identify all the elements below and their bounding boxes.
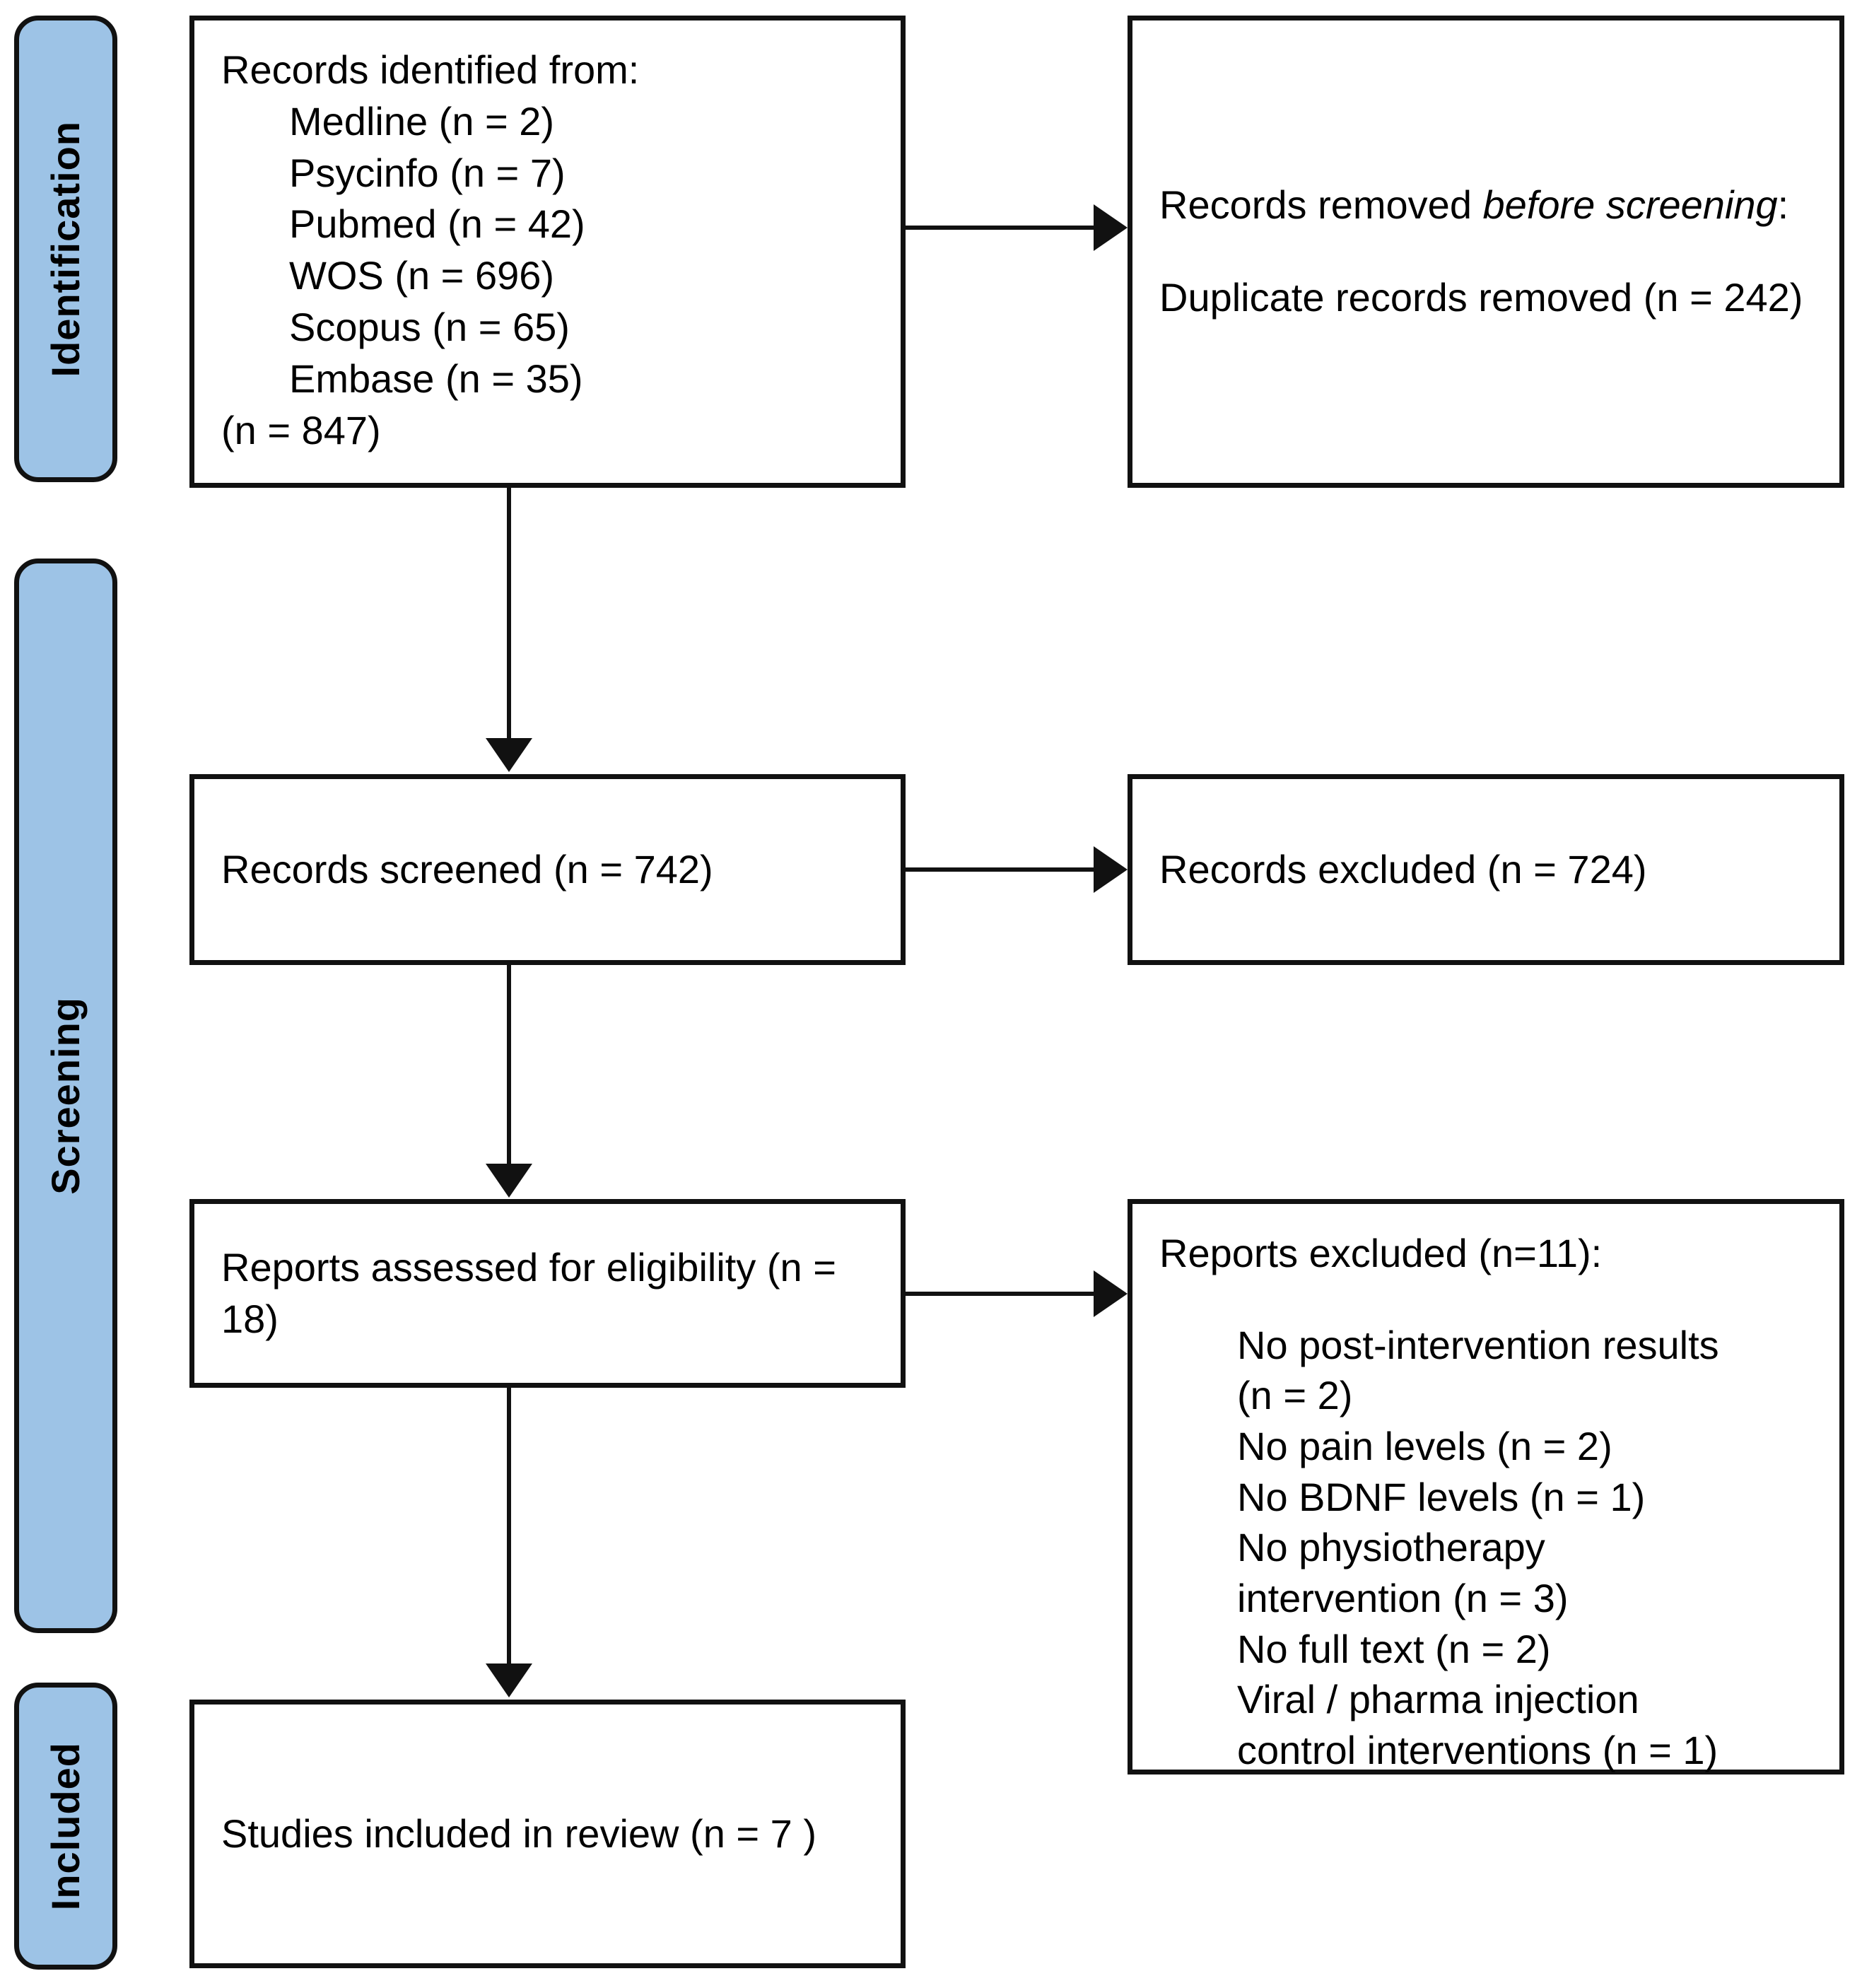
arrow-right-icon-screened-to-excluded	[1094, 846, 1128, 893]
box-records-excluded: Records excluded (n = 724)	[1128, 774, 1844, 965]
reports-excluded-heading: Reports excluded (n=11):	[1159, 1231, 1603, 1275]
studies-included-content: Studies included in review (n = 7 )	[221, 1808, 874, 1860]
records-identified-content: Records identified from: Medline (n = 2)…	[221, 45, 874, 456]
box-reports-excluded: Reports excluded (n=11): No post-interve…	[1128, 1199, 1844, 1774]
reason-no-physiotherapy-count: intervention (n = 3)	[1237, 1576, 1569, 1621]
connector-assessed-to-included	[507, 1388, 511, 1666]
connector-identified-to-screened	[507, 488, 511, 740]
reports-excluded-content: Reports excluded (n=11): No post-interve…	[1159, 1228, 1813, 1776]
reason-control-interventions: control interventions (n = 1)	[1237, 1728, 1718, 1773]
records-excluded-text: Records excluded (n = 724)	[1159, 846, 1647, 891]
arrow-right-icon-assessed-to-reports-excluded	[1094, 1270, 1128, 1317]
phase-screening-text: Screening	[43, 997, 88, 1195]
reason-no-full-text: No full text (n = 2)	[1237, 1626, 1551, 1671]
phase-included-text: Included	[43, 1741, 88, 1911]
reason-no-post-intervention-results-count: (n = 2)	[1237, 1373, 1353, 1418]
records-excluded-content: Records excluded (n = 724)	[1159, 844, 1813, 896]
studies-included-line2: (n = 7 )	[690, 1811, 817, 1856]
reason-no-physiotherapy: No physiotherapy	[1237, 1525, 1545, 1570]
reports-assessed-content: Reports assessed for eligibility (n = 18…	[221, 1242, 874, 1345]
records-removed-heading-italic: before screening	[1482, 182, 1778, 228]
duplicate-records-removed-count: (n = 242)	[1643, 275, 1803, 320]
arrow-down-icon-screened-to-assessed	[486, 1164, 532, 1198]
reports-assessed-line1: Reports assessed for eligibility	[221, 1244, 756, 1290]
reason-no-post-intervention-results: No post-intervention results	[1237, 1322, 1719, 1367]
source-embase: Embase (n = 35)	[289, 356, 583, 401]
records-removed-content: Records removed before screening: Duplic…	[1159, 180, 1813, 324]
source-scopus: Scopus (n = 65)	[289, 304, 570, 349]
box-records-screened: Records screened (n = 742)	[189, 774, 906, 965]
records-removed-heading: Records removed before screening:	[1159, 182, 1788, 227]
phase-label-identification: Identification	[14, 16, 117, 482]
connector-screened-to-assessed	[507, 965, 511, 1166]
box-records-identified: Records identified from: Medline (n = 2)…	[189, 16, 906, 488]
source-pubmed: Pubmed (n = 42)	[289, 201, 585, 247]
records-identified-heading: Records identified from:	[221, 47, 640, 92]
reports-assessed-line2: (n = 18)	[221, 1244, 836, 1341]
arrow-right-icon-identified-to-removed	[1094, 204, 1128, 251]
arrow-down-icon-assessed-to-included	[486, 1664, 532, 1697]
box-records-removed-before-screening: Records removed before screening: Duplic…	[1128, 16, 1844, 488]
records-removed-heading-colon: :	[1777, 182, 1789, 228]
box-reports-assessed-for-eligibility: Reports assessed for eligibility (n = 18…	[189, 1199, 906, 1388]
source-wos: WOS (n = 696)	[289, 253, 555, 298]
box-studies-included-in-review: Studies included in review (n = 7 )	[189, 1700, 906, 1968]
source-psycinfo: Psycinfo (n = 7)	[289, 150, 566, 195]
phase-label-included: Included	[14, 1683, 117, 1970]
records-identified-total: (n = 847)	[221, 407, 381, 452]
connector-assessed-to-reports-excluded	[906, 1292, 1095, 1296]
phase-label-screening: Screening	[14, 559, 117, 1633]
phase-identification-text: Identification	[43, 120, 88, 378]
reports-excluded-gap	[1159, 1279, 1813, 1320]
records-removed-gap	[1159, 231, 1813, 272]
records-screened-text: Records screened (n = 742)	[221, 846, 713, 891]
records-screened-content: Records screened (n = 742)	[221, 844, 874, 896]
reason-no-bdnf-levels: No BDNF levels (n = 1)	[1237, 1474, 1646, 1519]
arrow-down-icon-identified-to-screened	[486, 738, 532, 772]
studies-included-line1: Studies included in review	[221, 1811, 679, 1856]
connector-screened-to-excluded	[906, 867, 1095, 872]
reason-no-pain-levels: No pain levels (n = 2)	[1237, 1424, 1612, 1469]
duplicate-records-removed-label: Duplicate records removed	[1159, 275, 1633, 320]
records-removed-heading-plain: Records removed	[1159, 182, 1483, 228]
source-medline: Medline (n = 2)	[289, 98, 555, 144]
reason-viral-pharma-injection: Viral / pharma injection	[1237, 1677, 1639, 1722]
connector-identified-to-removed	[906, 226, 1095, 230]
